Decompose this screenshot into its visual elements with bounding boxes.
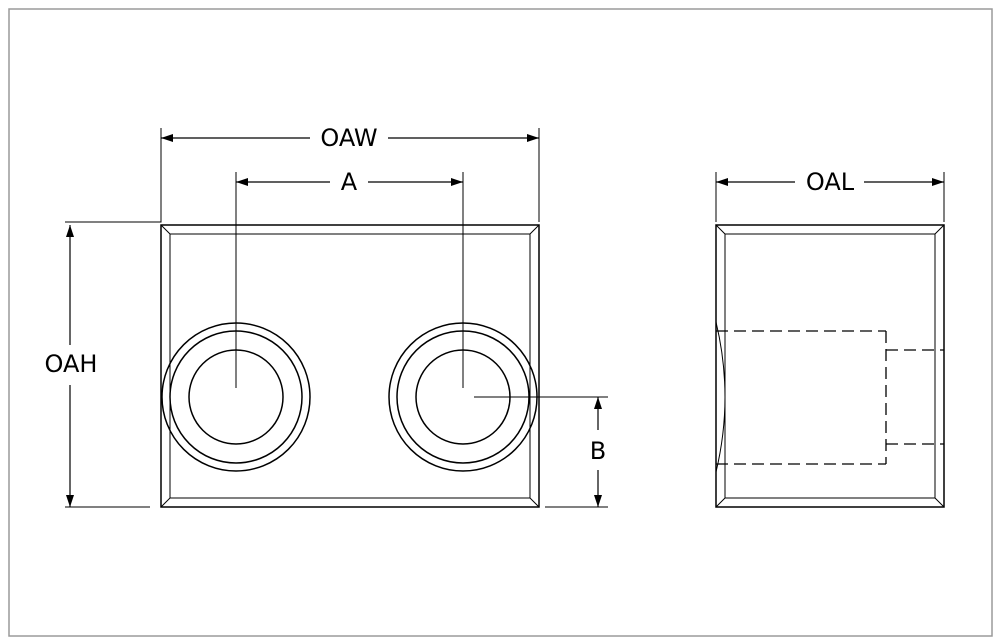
side-chamfer-corner (715, 497, 726, 508)
side-chamfer-corner (934, 224, 945, 235)
front-extension-lines (65, 128, 608, 508)
side-chamfer-corner (934, 497, 945, 508)
front-chamfer-corner (160, 224, 171, 235)
side-view-body (715, 224, 945, 508)
a-label: A (341, 168, 358, 196)
front-chamfer-corner (529, 497, 540, 508)
b-label: B (590, 437, 606, 465)
oah-label: OAH (45, 350, 98, 378)
side-port-chamfer-arc (715, 321, 726, 473)
side-extension-lines (715, 172, 945, 222)
oal-label: OAL (806, 168, 855, 196)
oaw-label: OAW (320, 124, 377, 152)
front-view (160, 224, 540, 508)
side-view (715, 224, 945, 508)
side-chamfer-corner (715, 224, 726, 235)
front-chamfer-corner (529, 224, 540, 235)
front-chamfer-corner (160, 497, 171, 508)
oaw-left-extension-line (65, 128, 162, 223)
dimension-lines (66, 134, 944, 507)
drawing-frame (8, 8, 993, 637)
side-hidden-lines (716, 330, 944, 465)
front-view-body (160, 224, 540, 508)
